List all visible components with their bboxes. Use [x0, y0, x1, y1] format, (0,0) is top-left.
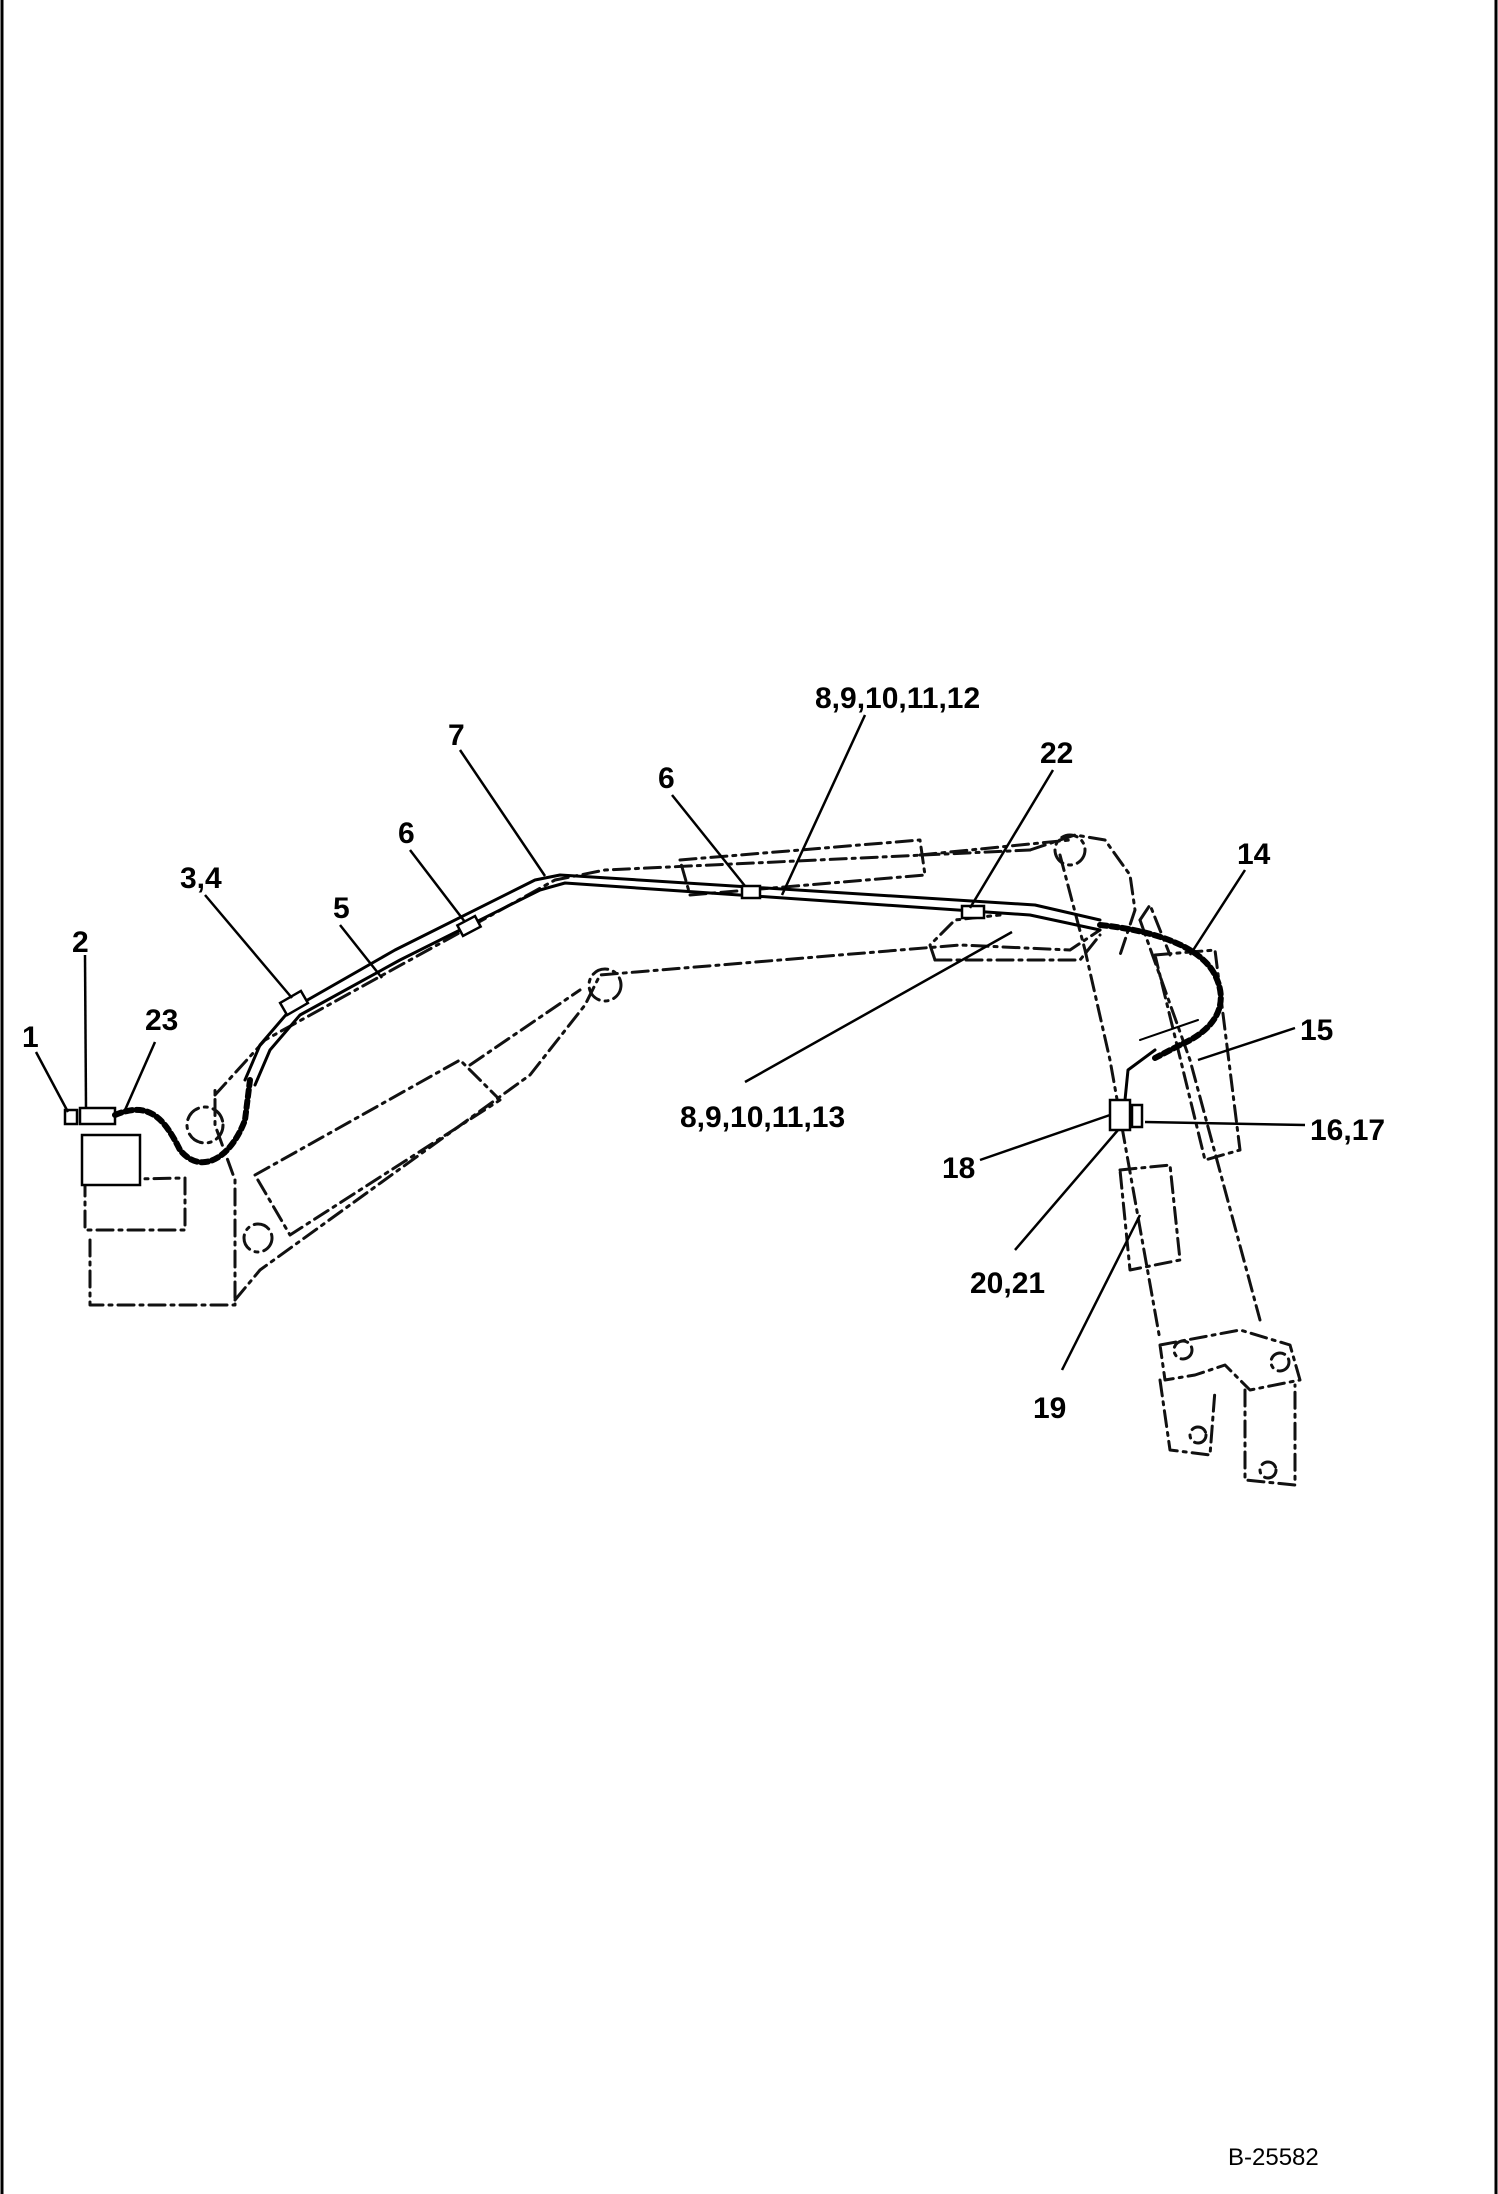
arm-pipe: [1123, 1048, 1157, 1102]
arm-hose-loop: [1097, 922, 1224, 1061]
clamp-6-left: [455, 914, 483, 938]
arm-cylinder-body: [678, 838, 927, 897]
callout-8-13: 8,9,10,11,13: [680, 1101, 845, 1134]
machine-outline: [83, 833, 1302, 1487]
boom-cylinder-rod-pin: [587, 967, 623, 1003]
swing-hose: [112, 1077, 253, 1166]
callout-5: 5: [333, 892, 350, 925]
callout-labels: 1 2 23 3,4 5 6 7 6 8,9,10,11,12 22 14 15…: [22, 682, 1385, 1425]
callout-19: 19: [1033, 1392, 1066, 1425]
boom-pad-outline: [933, 933, 1102, 962]
callout-23: 23: [145, 1004, 178, 1037]
leader-16-17: [1144, 1120, 1306, 1127]
callout-16-17: 16,17: [1310, 1114, 1385, 1147]
arm-left-edge: [1058, 853, 1162, 1342]
leader-8-13: [744, 930, 1013, 1084]
boom-cylinder-rod: [468, 988, 582, 1067]
bucket-cylinder-rod-body: [1118, 1163, 1182, 1272]
arm-pivot-pin: [1053, 833, 1087, 867]
bucket-cylinder-body: [1153, 948, 1242, 1162]
callout-7: 7: [448, 719, 465, 752]
drawing-number: B-25582: [1228, 2144, 1319, 2171]
arm-right-edge: [1138, 918, 1262, 1322]
leader-15: [1197, 1026, 1296, 1062]
part-16-17-fitting: [1130, 1103, 1144, 1129]
link-pin-lower-left: [1188, 1425, 1208, 1445]
leader-1: [34, 1051, 70, 1113]
boom-nose-outline: [1028, 833, 1137, 957]
link-pin-left: [1172, 1339, 1194, 1361]
leader-14: [1188, 869, 1247, 956]
callout-1: 1: [22, 1021, 39, 1054]
callout-22: 22: [1040, 737, 1073, 770]
link-pin-lower-right: [1258, 1460, 1278, 1480]
callout-18: 18: [942, 1152, 975, 1185]
leader-19: [1060, 1214, 1142, 1371]
callout-3-4: 3,4: [180, 862, 222, 895]
part-15-pipe: [1139, 1019, 1199, 1041]
clamp-6-right: [740, 884, 762, 900]
boom-foot-pin: [185, 1105, 225, 1145]
leader-lines: [34, 714, 1306, 1371]
callout-6a: 6: [398, 817, 415, 850]
callout-8-12: 8,9,10,11,12: [815, 682, 980, 715]
boom-pad-edge: [928, 913, 1002, 962]
leader-6b: [671, 794, 746, 887]
link-arm-right: [1243, 1383, 1297, 1487]
part-1-fitting: [63, 1108, 79, 1126]
leader-2: [83, 954, 88, 1109]
arm-cylinder-rod: [918, 838, 1072, 857]
base-bracket-outline: [88, 1088, 237, 1307]
leader-7: [458, 749, 547, 877]
boom-lower-edge: [233, 928, 1102, 1302]
link-arm-left: [1158, 1378, 1217, 1457]
boom-upper-edge: [213, 848, 1032, 1097]
leader-18: [979, 1113, 1111, 1162]
callout-15: 15: [1300, 1014, 1333, 1047]
leader-23: [123, 1041, 157, 1111]
part-18-fitting: [1108, 1098, 1132, 1132]
callout-14: 14: [1237, 838, 1271, 871]
callout-20-21: 20,21: [970, 1267, 1045, 1300]
leader-5: [339, 924, 383, 979]
link-pin-right: [1269, 1351, 1291, 1373]
callout-6b: 6: [658, 762, 675, 795]
boom-cylinder-body: [253, 1058, 502, 1237]
boom-pipe-upper: [243, 873, 1102, 1082]
leader-22: [968, 769, 1055, 909]
leader-6a: [409, 849, 466, 923]
hydraulic-piping: [63, 873, 1224, 1187]
bucket-link: [1158, 1328, 1302, 1392]
leader-8-12: [780, 714, 867, 896]
callout-2: 2: [72, 926, 89, 959]
part-2-fitting: [78, 1106, 117, 1126]
boom-cylinder-foot-pin: [242, 1222, 274, 1254]
clamp-22: [960, 904, 986, 920]
block-component: [80, 1133, 142, 1187]
base-slot-outline: [83, 1176, 187, 1232]
leader-20-21: [1014, 1129, 1119, 1251]
leader-3-4: [204, 894, 293, 999]
